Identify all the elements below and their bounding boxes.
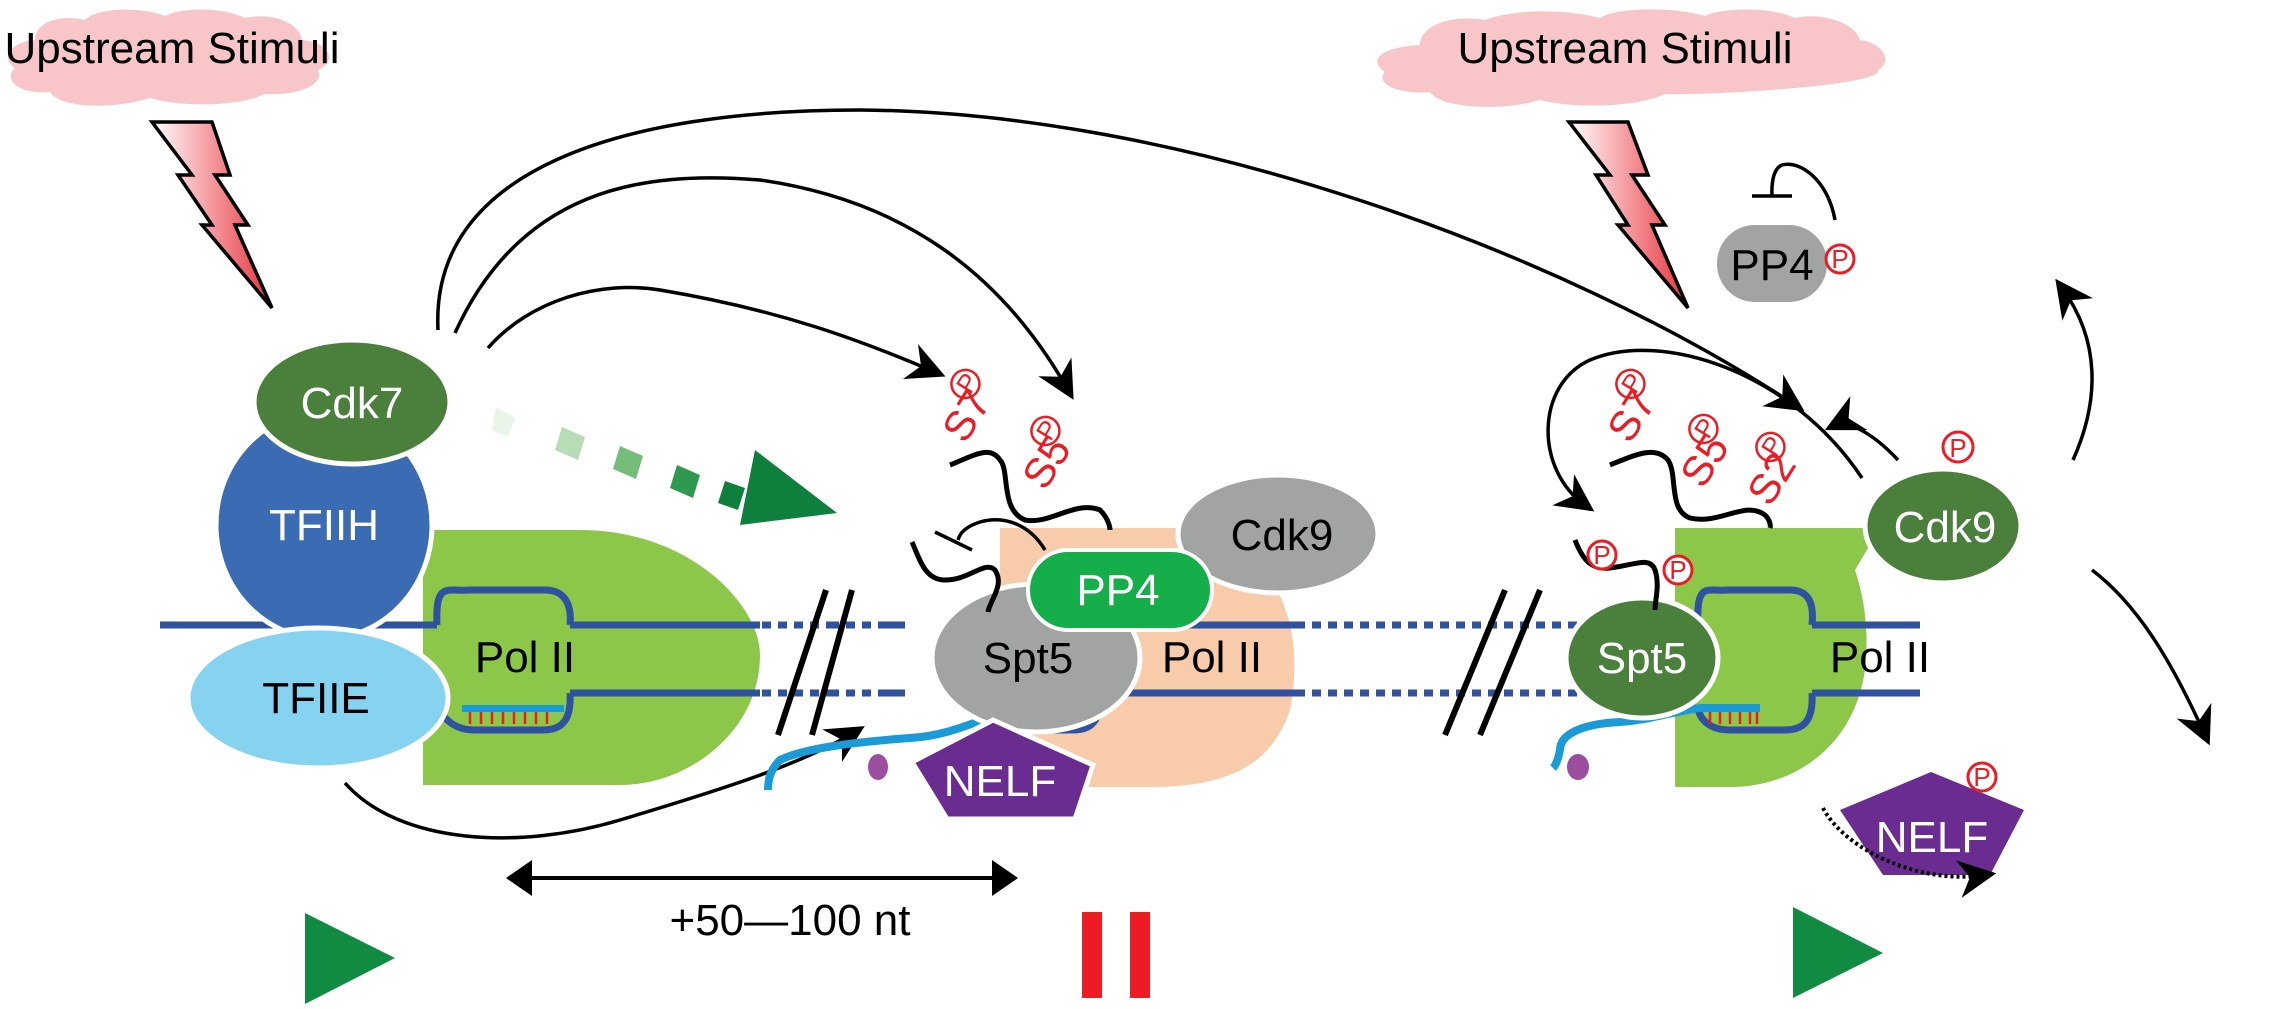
panel-paused: Pol II Cdk9 Spt5 PP4 NELF S7 P S5 P [764, 368, 1381, 822]
cdk9-label-paused: Cdk9 [1231, 511, 1334, 560]
tss-start-triangle-right [1793, 907, 1883, 998]
pp4-phospho-mark: P [1824, 243, 1856, 275]
upstream-stimuli-cloud-right: Upstream Stimuli [1377, 9, 1886, 107]
cdk9-inactive [1175, 472, 1381, 596]
pause-distance-indicator: +50—100 nt [506, 860, 1018, 945]
s7-phospho-label-elongating: S7 P [1598, 368, 1665, 450]
upstream-stimuli-cloud-left: Upstream Stimuli [5, 9, 340, 106]
pp4-released [1717, 225, 1827, 302]
rna-5prime-cap [1567, 754, 1589, 780]
cdk7-label: Cdk7 [301, 379, 404, 428]
pause-distance-label: +50—100 nt [670, 896, 911, 945]
panel-elongation: Pol II Spt5 Cdk9 P P P S7 P S5 P [1546, 162, 2212, 898]
cdk9-active [1862, 466, 2024, 586]
dashed-arrow-head [740, 450, 837, 525]
pol2-label-paused: Pol II [1162, 633, 1262, 682]
tss-start-triangle-left [305, 913, 395, 1004]
spt5-label-paused: Spt5 [983, 634, 1074, 683]
pp4-phospho-inhibition [1770, 162, 1837, 221]
spt5-phosphorylated [1563, 595, 1721, 721]
arrow-cdk7-to-s7 [486, 285, 946, 380]
s5-phospho-label-paused: S5 P [1013, 415, 1080, 497]
arrow-cdk9-to-s2 [1824, 396, 1900, 462]
arrow-cdk9-to-spt5 [1546, 348, 1864, 512]
cdk9-phospho-mark: P [1941, 430, 1975, 464]
svg-text:P: P [1669, 555, 1686, 585]
cdk7 [251, 337, 453, 467]
arrow-cdk7-to-cdk9-right [436, 108, 1805, 412]
svg-text:P: P [1593, 540, 1610, 570]
arrow-nelf-release-dotted [1821, 807, 1997, 898]
pp4-label-paused: PP4 [1076, 566, 1159, 615]
upstream-stimuli-label-left: Upstream Stimuli [5, 24, 340, 73]
break-marks-1 [775, 589, 855, 736]
rna-5prime-cap [868, 754, 888, 780]
svg-text:P: P [1831, 244, 1848, 274]
nelf-label-released: NELF [1876, 813, 1988, 862]
cloud-shape [1377, 9, 1886, 107]
pause-site-marker [1082, 912, 1150, 998]
inhibition-bar [934, 530, 973, 552]
nelf-bound [908, 717, 1097, 822]
arrow-cdk9-to-nelf [2090, 568, 2212, 746]
pp4-label-released: PP4 [1730, 241, 1813, 290]
cdk7-activity-dashed-arrow [492, 407, 837, 525]
spt5-label-elongating: Spt5 [1597, 634, 1688, 683]
pol2-label-initiation: Pol II [475, 633, 575, 682]
s2-phospho-label-elongating: S2 P [1738, 431, 1805, 513]
pp4-bound [1026, 548, 1214, 632]
s5-phospho-label-elongating: S5 P [1671, 413, 1738, 495]
nelf-phospho-mark: P [1966, 761, 1998, 793]
arrow-tfiie-to-paused-complex [343, 726, 865, 840]
lightning-bolt-icon-right [1565, 120, 1690, 310]
ctd-tail-lower-elongating [1572, 539, 1660, 611]
pol2-label-elongating: Pol II [1830, 633, 1930, 682]
cloud-shape [7, 9, 330, 106]
lightning-bolt-icon-left [148, 120, 274, 310]
s7-phospho-label-paused: S7 P [933, 368, 1000, 450]
nelf-released [1840, 772, 2024, 875]
spt5-phospho-marks: P P [1586, 539, 1694, 586]
rna-dna-hybrid [462, 705, 564, 724]
svg-text:P: P [1973, 762, 1990, 792]
upstream-stimuli-label-right: Upstream Stimuli [1458, 24, 1793, 73]
ctd-tail-lower-paused [909, 540, 1001, 613]
panel-initiation: Pol II TFIIH TFIIE Cdk7 [185, 337, 760, 785]
tfiie-label: TFIIE [262, 674, 370, 723]
tfiih-label: TFIIH [269, 501, 379, 550]
ctd-tail-upper-paused [949, 449, 1113, 531]
tfiie [185, 625, 451, 771]
break-marks-2 [1442, 588, 1543, 737]
svg-text:P: P [1949, 433, 1966, 463]
nelf-label-paused: NELF [944, 757, 1056, 806]
arrow-cdk7-to-s5 [453, 176, 1074, 400]
cdk9-label-elongating: Cdk9 [1894, 503, 1997, 552]
ctd-tail-upper-elongating [1609, 449, 1773, 529]
pp4-inhibits-ctd [956, 518, 1047, 551]
pol2-initiation [423, 530, 760, 785]
arrow-cdk9-to-pp4 [2055, 278, 2094, 461]
